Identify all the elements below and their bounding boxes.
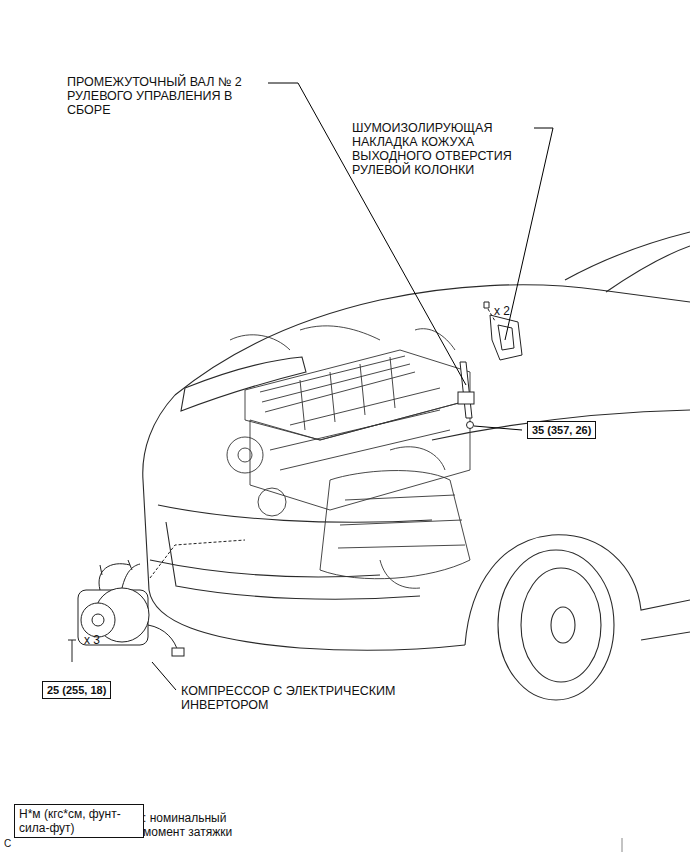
compressor (81, 603, 115, 637)
part-label: ШУМОИЗОЛИРУЮЩАЯ НАКЛАДКА КОЖУХА ВЫХОДНОГ… (352, 121, 530, 177)
leader-line (474, 426, 522, 430)
engine (238, 448, 252, 462)
box-text: 25 (255, 18) (47, 683, 106, 697)
car-body (606, 246, 690, 292)
leader-line (622, 838, 623, 852)
engine (227, 326, 470, 588)
compressor (68, 540, 245, 662)
car-body (150, 560, 380, 577)
leader-line (152, 662, 176, 690)
car-body (166, 522, 420, 599)
compressor (100, 560, 132, 575)
torque-box: 35 (357, 26) (527, 421, 596, 439)
car-body (175, 285, 600, 395)
engine (227, 437, 263, 473)
car-body (181, 357, 306, 411)
box-text: 35 (357, 26) (532, 423, 591, 437)
figure-code: C (4, 837, 11, 851)
engine (270, 410, 450, 470)
car-body (158, 505, 432, 522)
compressor (150, 540, 245, 578)
car-body (600, 290, 690, 302)
leader-line (152, 83, 622, 852)
leader-line (505, 128, 553, 340)
silencer-pad (484, 302, 489, 308)
engine (320, 471, 470, 579)
engine (258, 488, 286, 516)
box-text: Н*м (кгс*см, фунт-сила-фут) (19, 807, 139, 835)
torque-box: 25 (255, 18) (42, 681, 111, 699)
silencer-pad (484, 302, 522, 360)
legend-text: : номинальный момент затяжки (143, 811, 261, 839)
engine (245, 350, 470, 440)
compressor (92, 614, 104, 626)
part-label: КОМПРЕССОР С ЭЛЕКТРИЧЕСКИМ ИНВЕРТОРОМ (181, 684, 409, 712)
quantity-label: x 2 (494, 304, 510, 318)
compressor (68, 640, 76, 662)
engine (260, 356, 440, 425)
engine (230, 326, 455, 350)
steering-shaft (467, 422, 474, 429)
car-body (465, 535, 690, 645)
compressor (99, 564, 130, 590)
silencer-pad (488, 309, 495, 321)
engine (338, 495, 465, 548)
car-body (641, 632, 690, 640)
engine (300, 357, 395, 430)
compressor (172, 648, 184, 656)
car-body (498, 550, 614, 700)
car-body (143, 395, 465, 650)
steering-shaft (458, 362, 474, 429)
part-label: ПРОМЕЖУТОЧНЫЙ ВАЛ № 2 РУЛЕВОГО УПРАВЛЕНИ… (67, 75, 265, 117)
steering-shaft (460, 362, 472, 418)
legend-unit-box: Н*м (кгс*см, фунт-сила-фут) (14, 804, 144, 838)
steering-shaft (458, 392, 474, 404)
car-body (143, 232, 690, 700)
car-body (521, 568, 601, 682)
car-body (565, 232, 690, 280)
quantity-label: x 3 (84, 633, 100, 647)
car-body (551, 607, 575, 643)
engine (380, 447, 445, 588)
